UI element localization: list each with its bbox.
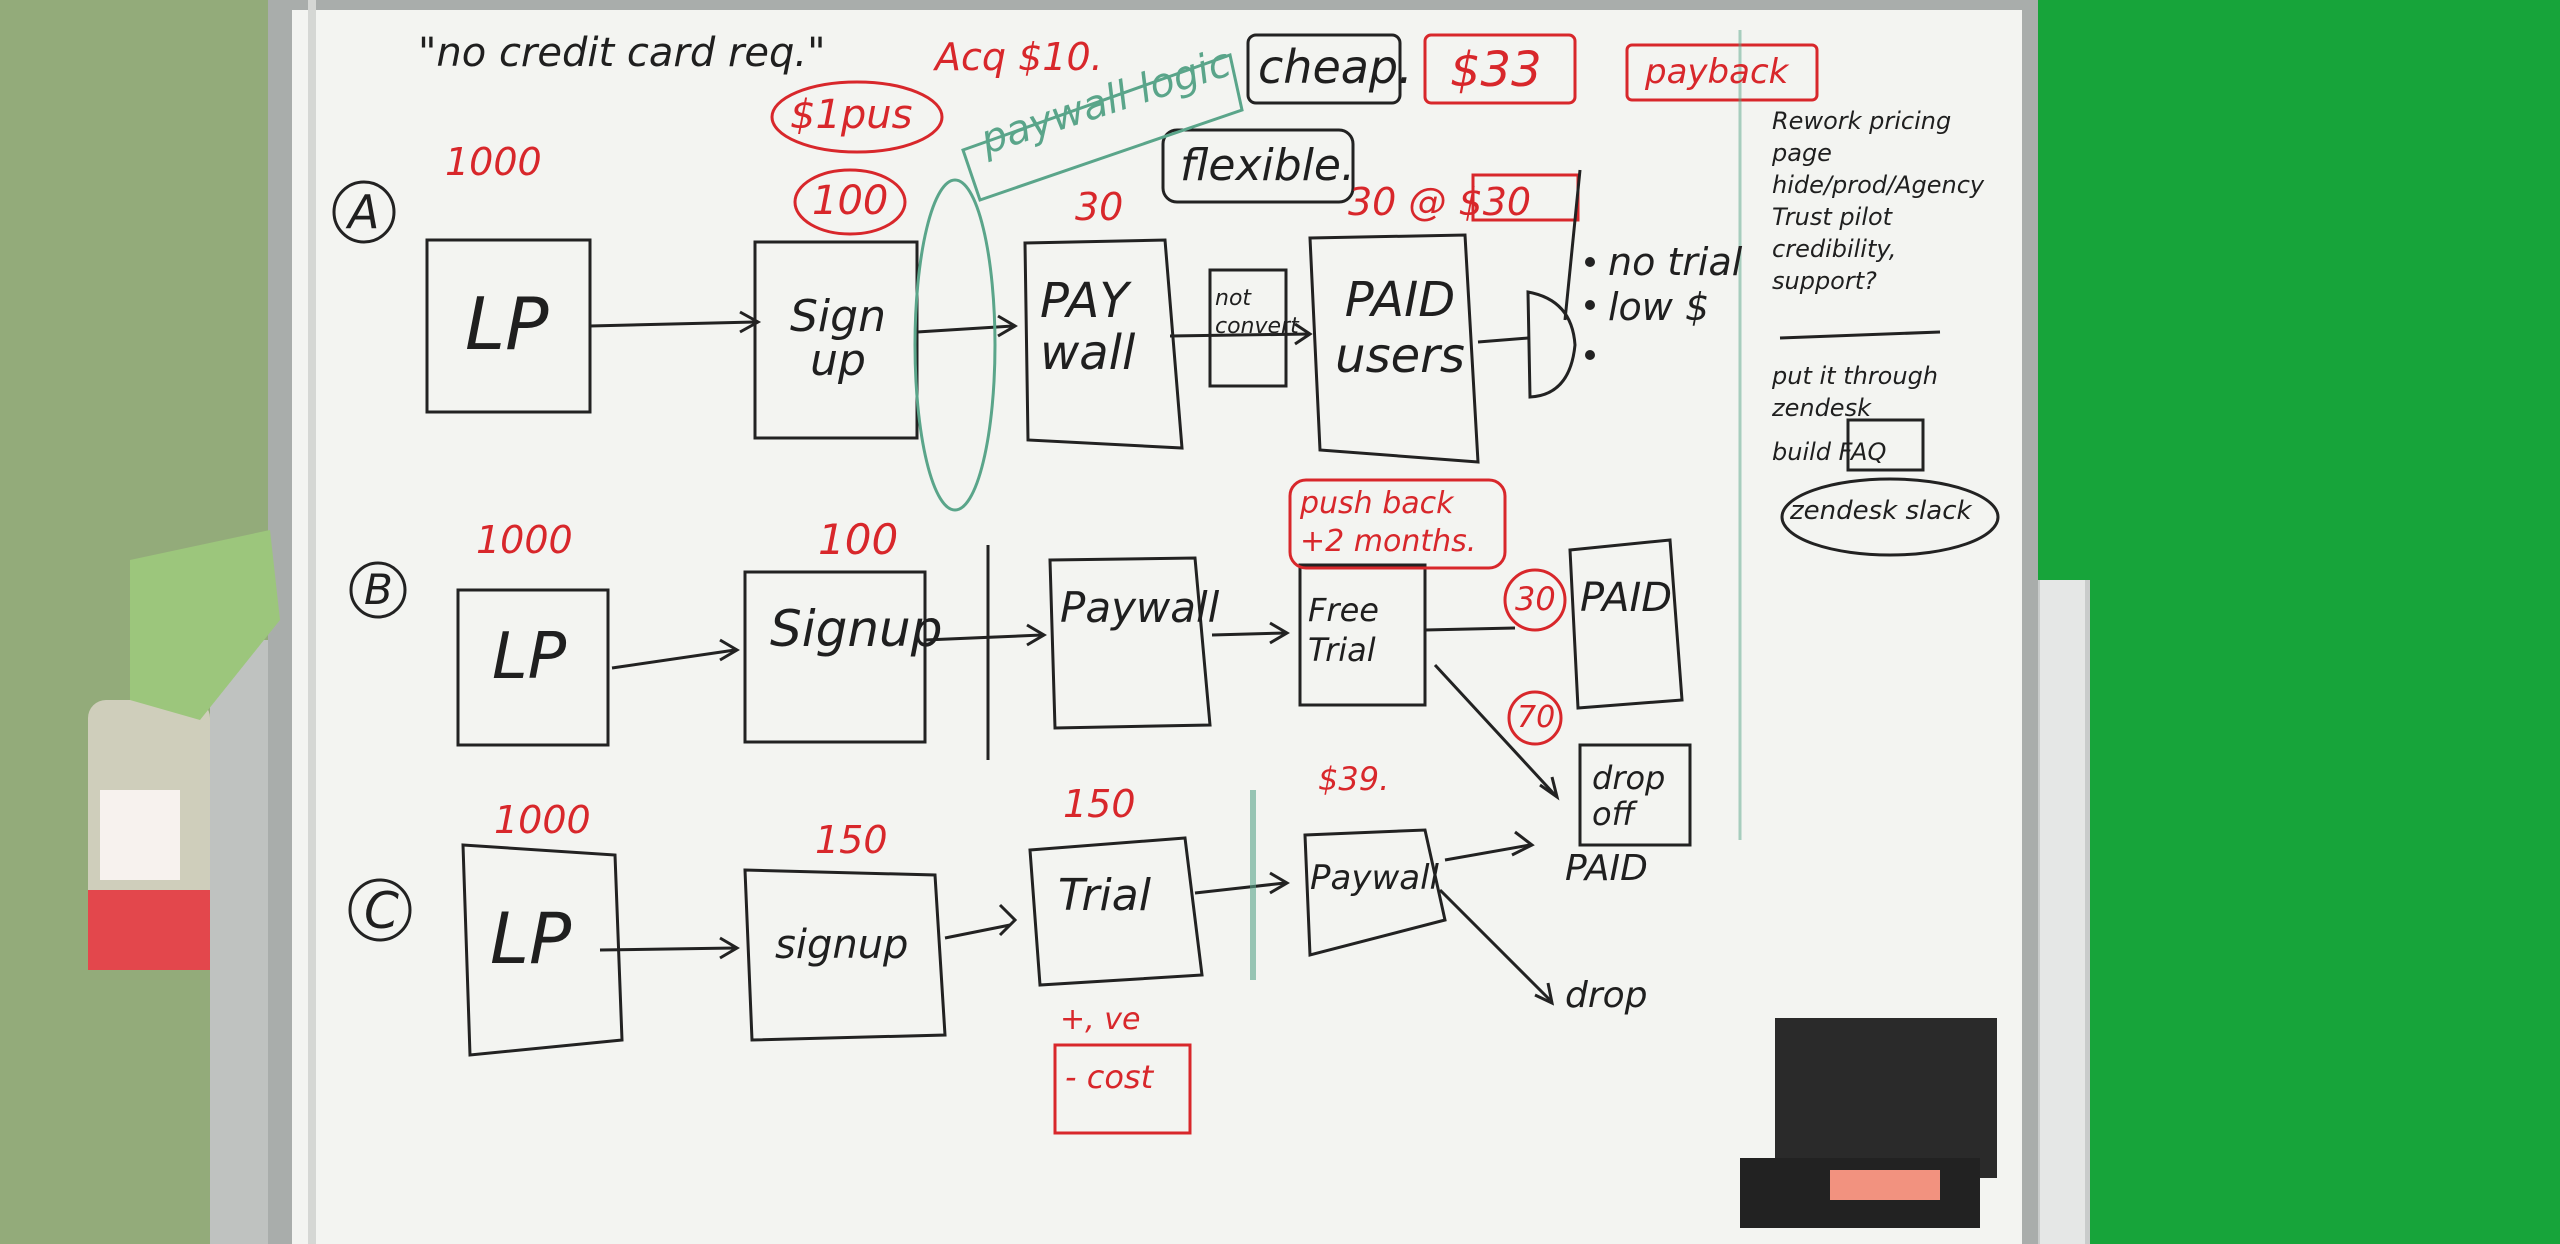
row-c-signup-label: signup xyxy=(775,922,908,968)
sidebar-zendesk: zendesk slack xyxy=(1790,496,1972,526)
sidebar-item: put it through zendesk xyxy=(1772,360,1992,424)
row-a-marker: A xyxy=(348,185,379,239)
sidebar-item: build FAQ xyxy=(1772,436,1992,468)
row-a-paywall-count: 30 xyxy=(1075,185,1123,229)
row-b-paid-label: PAID xyxy=(1580,575,1672,621)
row-a-bullet-2: low $ xyxy=(1608,285,1709,329)
row-c-paywall-price: $39. xyxy=(1318,760,1389,798)
row-c-trial-note-2: - cost xyxy=(1065,1058,1153,1096)
row-b-pushback: push back +2 months. xyxy=(1300,485,1500,561)
row-c-drop-label: drop xyxy=(1565,975,1648,1016)
row-c-paid-label: PAID xyxy=(1565,848,1648,889)
row-c-trial-label: Trial xyxy=(1058,870,1151,921)
row-c-marker: C xyxy=(364,882,399,940)
row-a-paywall-label: PAY wall xyxy=(1040,275,1160,379)
row-a-bullet-1: no trial xyxy=(1608,240,1742,284)
sidebar-item: Rework pricing page xyxy=(1772,105,1992,169)
row-c-paywall-label: Paywall xyxy=(1310,858,1439,898)
sidebar-item: Trust pilot xyxy=(1772,201,1992,233)
acq-text: Acq $10. xyxy=(935,35,1103,79)
row-a-paid-count: 30 @ $30 xyxy=(1348,180,1531,224)
row-b-trial-label: Free Trial xyxy=(1308,590,1418,670)
row-b-marker: B xyxy=(364,565,393,614)
row-b-drop-label: drop off xyxy=(1592,760,1682,832)
row-b-signup-count: 100 xyxy=(818,515,898,564)
row-b-signup-label: Signup xyxy=(770,600,943,658)
price33-text: $33 xyxy=(1450,42,1542,98)
row-c-lp-label: LP xyxy=(490,898,571,980)
sidebar-item: support? xyxy=(1772,265,1992,297)
row-a-signup-label: Sign up xyxy=(778,295,898,383)
row-c-lp-count: 1000 xyxy=(494,798,591,842)
row-a-note: not convert xyxy=(1215,285,1283,341)
row-a-lp-label: LP xyxy=(465,282,549,366)
sidebar-notes: Rework pricing page hide/prod/Agency Tru… xyxy=(1772,105,1992,297)
sidebar-notes-2: put it through zendesk build FAQ xyxy=(1772,360,1992,468)
row-a-lp-count: 1000 xyxy=(445,140,542,184)
per-sale-text: $1pus xyxy=(790,92,912,138)
payback-text: payback xyxy=(1645,52,1788,92)
row-c-trial-note-1: +, ve xyxy=(1060,1002,1140,1037)
sidebar-item: credibility, xyxy=(1772,233,1992,265)
row-a-signup-count: 100 xyxy=(812,178,888,224)
cheap-text: cheap. xyxy=(1258,40,1413,94)
row-b-lp-count: 1000 xyxy=(476,518,573,562)
row-b-paid-count: 30 xyxy=(1515,580,1556,618)
row-a-paid-label: PAID users xyxy=(1330,272,1470,384)
row-c-signup-count: 150 xyxy=(815,818,888,862)
flexible-text: flexible. xyxy=(1180,140,1355,191)
quote-text: "no credit card req." xyxy=(418,30,826,76)
row-b-lp-label: LP xyxy=(492,620,566,694)
row-b-paywall-label: Paywall xyxy=(1060,583,1219,632)
sidebar-item: hide/prod/Agency xyxy=(1772,169,1992,201)
row-b-drop-count: 70 xyxy=(1517,700,1555,735)
row-c-trial-count: 150 xyxy=(1063,782,1136,826)
